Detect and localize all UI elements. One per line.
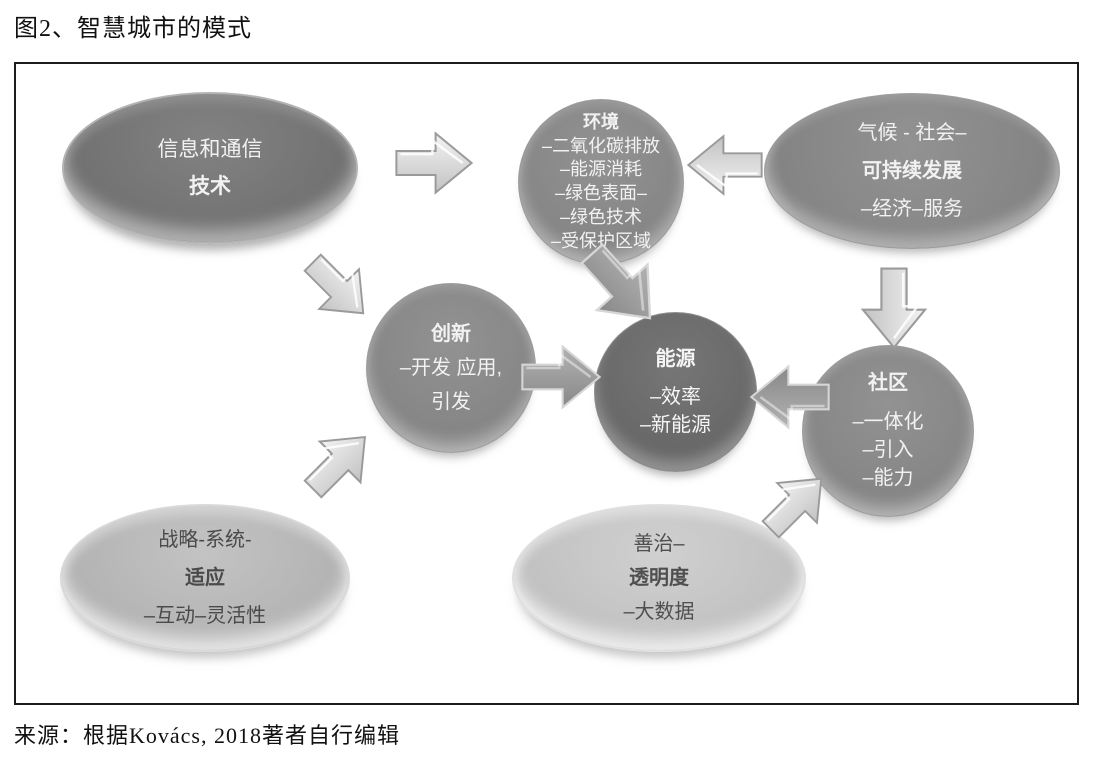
node-ict-line2: 技术	[189, 175, 231, 198]
node-innovation: 创新 –开发 应用, 引发	[366, 283, 536, 453]
node-climate-sustainability: 气候 - 社会– 可持续发展 –经济–服务	[764, 93, 1060, 249]
node-climate-line1: 气候 - 社会–	[857, 122, 967, 144]
arrow-environment-to-energy-icon	[580, 243, 652, 320]
node-environment-item: –受保护区域	[550, 230, 651, 251]
figure-title: 图2、智慧城市的模式	[14, 16, 252, 42]
arrow-innovation-to-energy-icon	[521, 344, 602, 410]
arrow-climate-to-community-icon	[860, 267, 928, 350]
arrow-adaptation-to-innovation-icon	[303, 435, 367, 499]
node-environment-item: –二氧化碳排放	[541, 135, 660, 156]
node-environment-item: –能源消耗	[559, 159, 642, 180]
figure-source: 来源：根据Kovács, 2018著者自行编辑	[14, 723, 400, 748]
node-governance: 善治– 透明度 –大数据	[512, 504, 806, 652]
node-innovation-line2: 引发	[431, 391, 471, 413]
node-energy-item: –效率	[649, 386, 702, 408]
node-environment-title: 环境	[583, 111, 619, 132]
node-environment-item: –绿色技术	[559, 206, 642, 227]
arrow-governance-to-community-icon	[761, 477, 823, 539]
node-governance-line1: 善治–	[633, 533, 685, 555]
node-environment: 环境 –二氧化碳排放 –能源消耗 –绿色表面– –绿色技术 –受保护区域	[518, 99, 684, 265]
node-adaptation-line2: 适应	[185, 567, 225, 589]
node-community-item: –能力	[862, 467, 914, 490]
node-energy-title: 能源	[655, 348, 696, 370]
node-community-item: –引入	[862, 439, 914, 461]
node-community-title: 社区	[868, 372, 908, 395]
node-governance-line2: 透明度	[629, 567, 689, 589]
node-innovation-line1: –开发 应用,	[399, 357, 503, 379]
node-environment-item: –绿色表面–	[554, 183, 648, 203]
arrow-community-to-energy-icon	[749, 364, 830, 430]
node-governance-line3: –大数据	[623, 601, 695, 623]
node-energy: 能源 –效率 –新能源	[594, 312, 757, 472]
node-climate-line3: –经济–服务	[860, 198, 964, 220]
node-community: 社区 –一体化 –引入 –能力	[802, 345, 974, 517]
arrow-ict-to-environment-icon	[395, 131, 474, 195]
node-adaptation: 战略-系统- 适应 –互动–灵活性	[60, 504, 350, 652]
node-climate-line2: 可持续发展	[862, 160, 962, 182]
arrow-ict-to-innovation-icon	[303, 253, 365, 315]
node-ict-line1: 信息和通信	[157, 137, 263, 161]
arrow-climate-to-environment-icon	[686, 134, 763, 196]
node-community-item: –一体化	[852, 410, 924, 433]
node-adaptation-line1: 战略-系统-	[158, 529, 252, 551]
node-adaptation-line3: –互动–灵活性	[143, 605, 267, 627]
node-energy-item: –新能源	[639, 414, 712, 436]
node-innovation-title: 创新	[431, 323, 471, 345]
node-ict: 信息和通信 技术	[62, 92, 358, 244]
